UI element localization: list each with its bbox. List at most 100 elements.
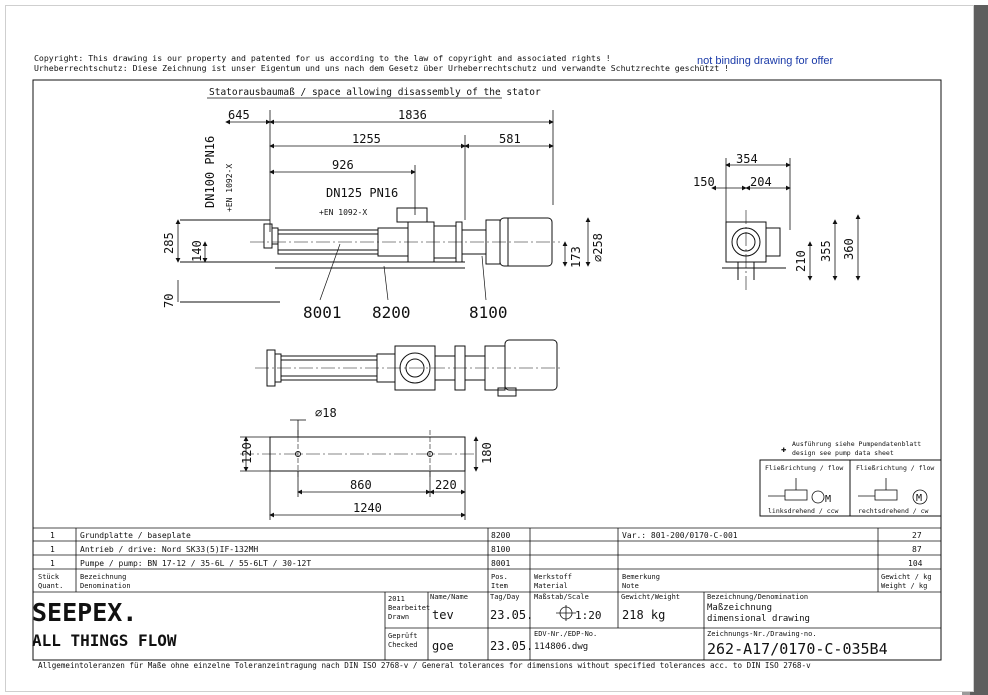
dim-354: 354 xyxy=(736,152,758,166)
denomination-de: Maßzeichnung xyxy=(707,603,772,613)
svg-text:Var.: 801-200/0170-C-001: Var.: 801-200/0170-C-001 xyxy=(622,531,738,540)
svg-text:Stück: Stück xyxy=(38,573,60,581)
table-row: 1 Pumpe / pump: BN 17-12 / 35-6L / 55-6L… xyxy=(50,559,923,568)
svg-text:Bearbeitet: Bearbeitet xyxy=(388,604,430,612)
inlet-flange-std: +EN 1092-X xyxy=(225,164,234,212)
weight: 218 kg xyxy=(622,608,665,622)
table-row: 1 Antrieb / drive: Nord SK33(5)IF-132MH … xyxy=(50,545,922,554)
dim-180: 180 xyxy=(480,442,494,464)
dim-140: 140 xyxy=(190,240,204,262)
svg-text:Antrieb / drive: Nord SK33(5)I: Antrieb / drive: Nord SK33(5)IF-132MH xyxy=(80,545,258,554)
scale: 1:20 xyxy=(575,609,602,622)
drawing-frame xyxy=(32,79,942,661)
svg-text:27: 27 xyxy=(912,531,922,540)
dim-150: 150 xyxy=(693,175,715,189)
tolerances-note: Allgemeintoleranzen für Maße ohne einzel… xyxy=(38,661,811,670)
table-row: 1 Grundplatte / baseplate 8200 Var.: 801… xyxy=(50,531,922,540)
legend-cross-icon: ✚ xyxy=(781,445,787,455)
dim-258: ⌀258 xyxy=(591,233,605,262)
denomination-en: dimensional drawing xyxy=(707,614,810,624)
svg-text:1: 1 xyxy=(50,531,55,540)
svg-text:Name/Name: Name/Name xyxy=(430,593,468,601)
drawn-name: tev xyxy=(432,608,454,622)
svg-text:1: 1 xyxy=(50,559,55,568)
svg-text:Bezeichnung: Bezeichnung xyxy=(80,573,126,581)
dim-173: 173 xyxy=(569,246,583,268)
dim-1255: 1255 xyxy=(352,132,381,146)
outlet-flange-label: DN125 PN16 xyxy=(326,186,398,200)
outlet-flange-std: +EN 1092-X xyxy=(319,208,367,217)
item-leaders xyxy=(319,243,487,301)
svg-text:Bemerkung: Bemerkung xyxy=(622,573,660,581)
dim-1836: 1836 xyxy=(398,108,427,122)
svg-text:Tag/Day: Tag/Day xyxy=(490,593,520,601)
motor-symbol-right: M xyxy=(916,493,922,504)
drawn-day: 23.05. xyxy=(490,608,533,622)
projection-symbol-icon xyxy=(556,605,576,621)
top-dimensions xyxy=(225,110,554,232)
svg-text:Grundplatte / baseplate: Grundplatte / baseplate xyxy=(80,531,191,540)
svg-text:Checked: Checked xyxy=(388,641,418,649)
svg-text:Drawn: Drawn xyxy=(388,613,409,621)
viewer-scrollbar-area xyxy=(970,5,988,695)
title-block-grid xyxy=(384,592,941,660)
svg-text:Note: Note xyxy=(622,582,639,590)
legend-ccw: linksdrehend / ccw xyxy=(768,507,839,515)
svg-text:Gewicht/Weight: Gewicht/Weight xyxy=(621,593,680,601)
item-8100: 8100 xyxy=(469,303,508,322)
end-view-dimensions xyxy=(711,158,861,281)
dim-18: ⌀18 xyxy=(315,406,337,420)
dim-220: 220 xyxy=(435,478,457,492)
binding-note: not binding drawing for offer xyxy=(697,55,833,67)
dim-360: 360 xyxy=(842,238,856,260)
svg-text:1: 1 xyxy=(50,545,55,554)
svg-text:Werkstoff: Werkstoff xyxy=(534,573,572,581)
svg-text:Geprüft: Geprüft xyxy=(388,632,418,640)
edv-number: 114806.dwg xyxy=(534,642,588,652)
dim-120: 120 xyxy=(240,442,254,464)
svg-text:Material: Material xyxy=(534,582,568,590)
svg-text:Pos.: Pos. xyxy=(491,573,508,581)
svg-text:Maßstab/Scale: Maßstab/Scale xyxy=(534,593,589,601)
checked-name: goe xyxy=(432,639,454,653)
dim-210: 210 xyxy=(794,250,808,272)
svg-text:8001: 8001 xyxy=(491,559,510,568)
flow-label-right: Fließrichtung / flow xyxy=(856,464,934,472)
svg-text:Gewicht / kg: Gewicht / kg xyxy=(881,573,932,581)
svg-text:EDV-Nr./EDP-No.: EDV-Nr./EDP-No. xyxy=(534,630,597,638)
item-8200: 8200 xyxy=(372,303,411,322)
pump-top-view xyxy=(255,339,560,397)
pump-end-view xyxy=(722,210,786,290)
svg-text:8100: 8100 xyxy=(491,545,510,554)
drawing-sheet xyxy=(5,5,974,692)
dim-926: 926 xyxy=(332,158,354,172)
flow-symbol-left xyxy=(768,478,825,504)
parts-list-rows: 1 Grundplatte / baseplate 8200 Var.: 801… xyxy=(50,531,923,568)
checked-day: 23.05. xyxy=(490,639,533,653)
legend-note-en: design see pump data sheet xyxy=(792,449,894,457)
svg-text:8200: 8200 xyxy=(491,531,510,540)
svg-text:87: 87 xyxy=(912,545,922,554)
item-8001: 8001 xyxy=(303,303,342,322)
legend-note-de: Ausführung siehe Pumpendatenblatt xyxy=(792,440,921,448)
drawing-number: 262-A17/0170-C-035B4 xyxy=(707,640,888,658)
flow-symbol-right xyxy=(858,478,928,505)
svg-text:Quant.: Quant. xyxy=(38,582,63,590)
inlet-flange-label: DN100 PN16 xyxy=(203,136,217,208)
left-dimensions xyxy=(175,217,591,302)
legend-cw: rechtsdrehend / cw xyxy=(858,507,929,515)
tb-year: 2011 xyxy=(388,595,405,603)
dim-860: 860 xyxy=(350,478,372,492)
brand-slogan: ALL THINGS FLOW xyxy=(32,631,177,650)
svg-text:Bezeichnung/Denomination: Bezeichnung/Denomination xyxy=(707,593,808,601)
stator-note: Statorausbaumaß / space allowing disasse… xyxy=(209,87,541,98)
svg-text:Weight / kg: Weight / kg xyxy=(881,582,927,590)
baseplate-dimensions xyxy=(240,419,479,520)
baseplate-view xyxy=(240,430,475,478)
flow-label-left: Fließrichtung / flow xyxy=(765,464,843,472)
dim-645: 645 xyxy=(228,108,250,122)
dim-355: 355 xyxy=(819,240,833,262)
dim-204: 204 xyxy=(750,175,772,189)
